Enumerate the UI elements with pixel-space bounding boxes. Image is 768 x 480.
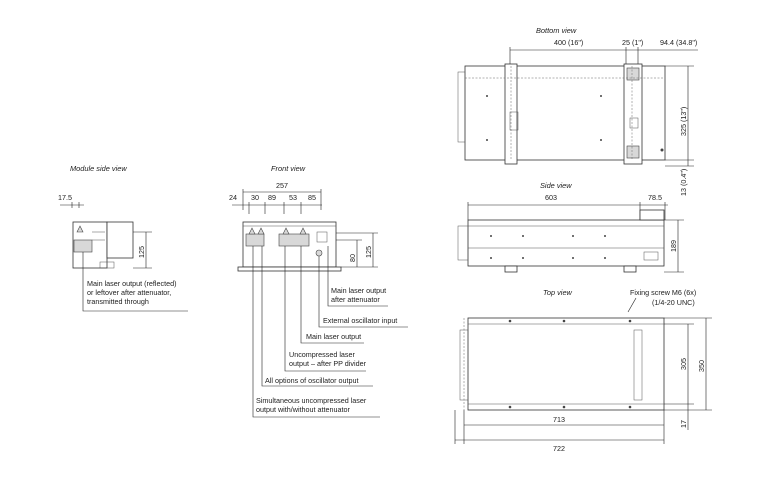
front-dim-c: 89 [268,193,276,202]
front-dim-h2: 125 [364,246,373,258]
ext-osc-connector-icon [315,249,323,257]
callout-after-attenuator-line1: Main laser output [331,286,386,295]
front-dim-total: 257 [276,181,288,190]
front-dim-a: 24 [229,193,237,202]
top-body [467,317,665,411]
front-view: Front view 257 24 30 89 53 85 80 [229,164,408,418]
callout-reflected-line3: transmitted through [87,297,149,306]
callout-simultaneous-line2: output with/without attenuator [256,405,351,414]
bottom-dim-94: 94.4 (34.8") [660,38,697,47]
top-dim-305: 305 [679,358,688,370]
callout-main: Main laser output [306,332,361,341]
callout-after-attenuator-line2: after attenuator [331,295,380,304]
bottom-dim-325: 325 (13") [679,107,688,136]
side-view-title: Side view [540,181,572,190]
front-dim-d: 53 [289,193,297,202]
top-view: Top view Fixing screw M6 (6x) (1/4-20 UN… [454,288,712,453]
module-side-view-title: Module side view [70,164,127,173]
module-side-view: Module side view 17.5 125 Main laser out… [58,164,188,312]
module-side-dim-height: 125 [137,246,146,258]
side-dim-189: 189 [669,240,678,252]
front-dim-h1: 80 [348,254,357,262]
front-base-plate [237,266,342,272]
front-dim-b: 30 [251,193,259,202]
top-view-title: Top view [543,288,573,297]
side-dim-603: 603 [545,193,557,202]
bottom-view: Bottom view 400 (16") 25 (1") 94.4 (34.8… [457,26,698,196]
top-dim-713: 713 [553,415,565,424]
module-side-dim-width: 17.5 [58,193,72,202]
bottom-dim-400: 400 (16") [554,38,583,47]
front-dim-e: 85 [308,193,316,202]
callout-ext-osc: External oscillator input [323,316,397,325]
side-view: Side view 603 78.5 189 [457,181,684,273]
top-dim-17: 17 [679,420,688,428]
callout-uncompressed-line2: output – after PP divider [289,359,367,368]
callout-all-options: All options of oscillator output [265,376,359,385]
callout-reflected-line1: Main laser output (reflected) [87,279,177,288]
callout-uncompressed-line1: Uncompressed laser [289,350,356,359]
bottom-dim-25: 25 (1") [622,38,643,47]
top-dim-350: 350 [697,360,706,372]
bottom-dim-13: 13 (0.4") [679,169,688,196]
top-dim-722: 722 [553,444,565,453]
front-view-title: Front view [271,164,306,173]
side-dim-785: 78.5 [648,193,662,202]
top-screw-line2: (1/4-20 UNC) [652,298,695,307]
side-body [467,219,665,267]
callout-reflected-line2: or leftover after attenuator, [87,288,171,297]
callout-simultaneous-line1: Simultaneous uncompressed laser [256,396,367,405]
bottom-view-title: Bottom view [536,26,577,35]
top-screw-line1: Fixing screw M6 (6x) [630,288,696,297]
